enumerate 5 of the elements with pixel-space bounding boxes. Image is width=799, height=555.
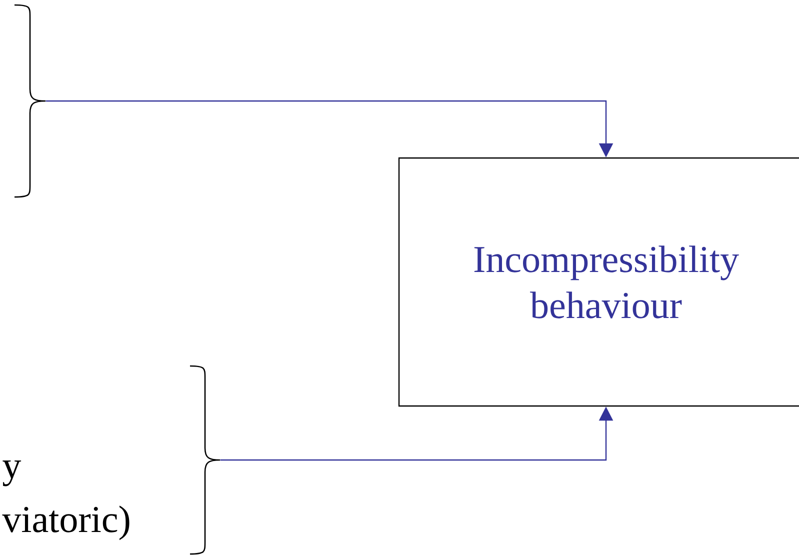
curly-brace <box>190 365 221 555</box>
curly-brace <box>14 4 46 198</box>
label-text: y <box>2 460 22 486</box>
process-box: Incompressibility behaviour <box>398 157 799 407</box>
label-text: viatoric) <box>2 506 130 540</box>
